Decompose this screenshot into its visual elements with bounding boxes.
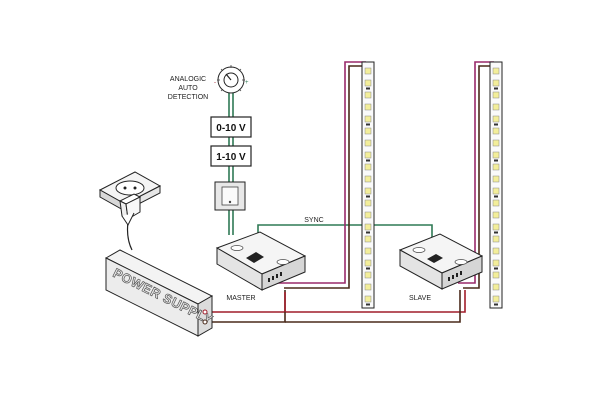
resistor [366, 303, 370, 306]
master-strip-wire-magenta [278, 61, 366, 284]
range-1-10v-label: 1-10 V [216, 152, 246, 163]
range-1-10v-box: 1-10 V [210, 145, 252, 167]
led-strip-1 [361, 61, 375, 309]
range-0-10v-box: 0-10 V [210, 116, 252, 138]
svg-text:+: + [245, 80, 249, 86]
push-switch-icon[interactable] [214, 181, 246, 211]
led-chip [492, 115, 500, 123]
resistor [366, 159, 370, 162]
knob-dial-icon[interactable]: - + [214, 65, 249, 94]
wall-socket-icon [98, 171, 162, 212]
analogic-auto-detection-label: ANALOGIC AUTO DETECTION [168, 76, 208, 101]
led-chip [364, 163, 372, 171]
slave-strip-wire-magenta [458, 61, 494, 284]
led-chip [364, 115, 372, 123]
led-chip [492, 211, 500, 219]
slave-controller [398, 233, 484, 290]
led-chip [492, 163, 500, 171]
led-chip [364, 175, 372, 183]
led-chip [492, 295, 500, 303]
analogic-label-line1: ANALOGIC [170, 76, 206, 83]
led-chip [492, 103, 500, 111]
led-chip [364, 247, 372, 255]
led-chip [364, 151, 372, 159]
power-supply: POWER SUPPLY [104, 249, 216, 337]
resistor [366, 267, 370, 270]
resistor [494, 267, 498, 270]
led-chip [364, 103, 372, 111]
led-chip [492, 271, 500, 279]
psu-wire-red [204, 290, 466, 313]
master-controller [215, 231, 307, 291]
plug-cable [126, 221, 133, 251]
led-chip [364, 259, 372, 267]
led-chip [364, 271, 372, 279]
resistor [494, 195, 498, 198]
led-chip [492, 223, 500, 231]
led-chip [492, 235, 500, 243]
led-chip [364, 235, 372, 243]
led-chip [492, 139, 500, 147]
led-chip [492, 127, 500, 135]
master-strip-wire-dark [284, 65, 366, 289]
analogic-label-line2: AUTO [178, 85, 198, 92]
resistor [494, 87, 498, 90]
led-chip [492, 259, 500, 267]
power-plug-icon [118, 193, 142, 226]
led-chip [364, 139, 372, 147]
svg-text:-: - [214, 80, 216, 86]
led-chip [492, 67, 500, 75]
master-label: MASTER [226, 295, 255, 302]
led-chip [364, 295, 372, 303]
led-strip-2 [489, 61, 503, 309]
led-chip [492, 91, 500, 99]
psu-wire-dark-2 [285, 290, 461, 323]
led-chip [492, 175, 500, 183]
resistor [494, 123, 498, 126]
resistor [366, 195, 370, 198]
led-chip [364, 127, 372, 135]
led-chip [364, 79, 372, 87]
led-chip [364, 187, 372, 195]
resistor [494, 303, 498, 306]
led-chip [492, 247, 500, 255]
resistor [366, 87, 370, 90]
led-chip [492, 199, 500, 207]
resistor [366, 231, 370, 234]
led-chip [492, 151, 500, 159]
slave-status-icon [427, 254, 443, 263]
led-chip [364, 199, 372, 207]
analogic-label-line3: DETECTION [168, 94, 208, 101]
master-status-icon [246, 252, 264, 263]
led-chip [364, 223, 372, 231]
resistor [366, 123, 370, 126]
slave-label: SLAVE [409, 295, 431, 302]
led-chip [364, 283, 372, 291]
led-chip [492, 79, 500, 87]
led-chip [492, 187, 500, 195]
led-chip [492, 283, 500, 291]
sync-label: SYNC [304, 217, 323, 224]
resistor [494, 231, 498, 234]
slave-strip-wire-dark [463, 65, 494, 289]
led-chip [364, 211, 372, 219]
led-chip [364, 67, 372, 75]
resistor [494, 159, 498, 162]
led-chip [364, 91, 372, 99]
range-0-10v-label: 0-10 V [216, 123, 246, 134]
